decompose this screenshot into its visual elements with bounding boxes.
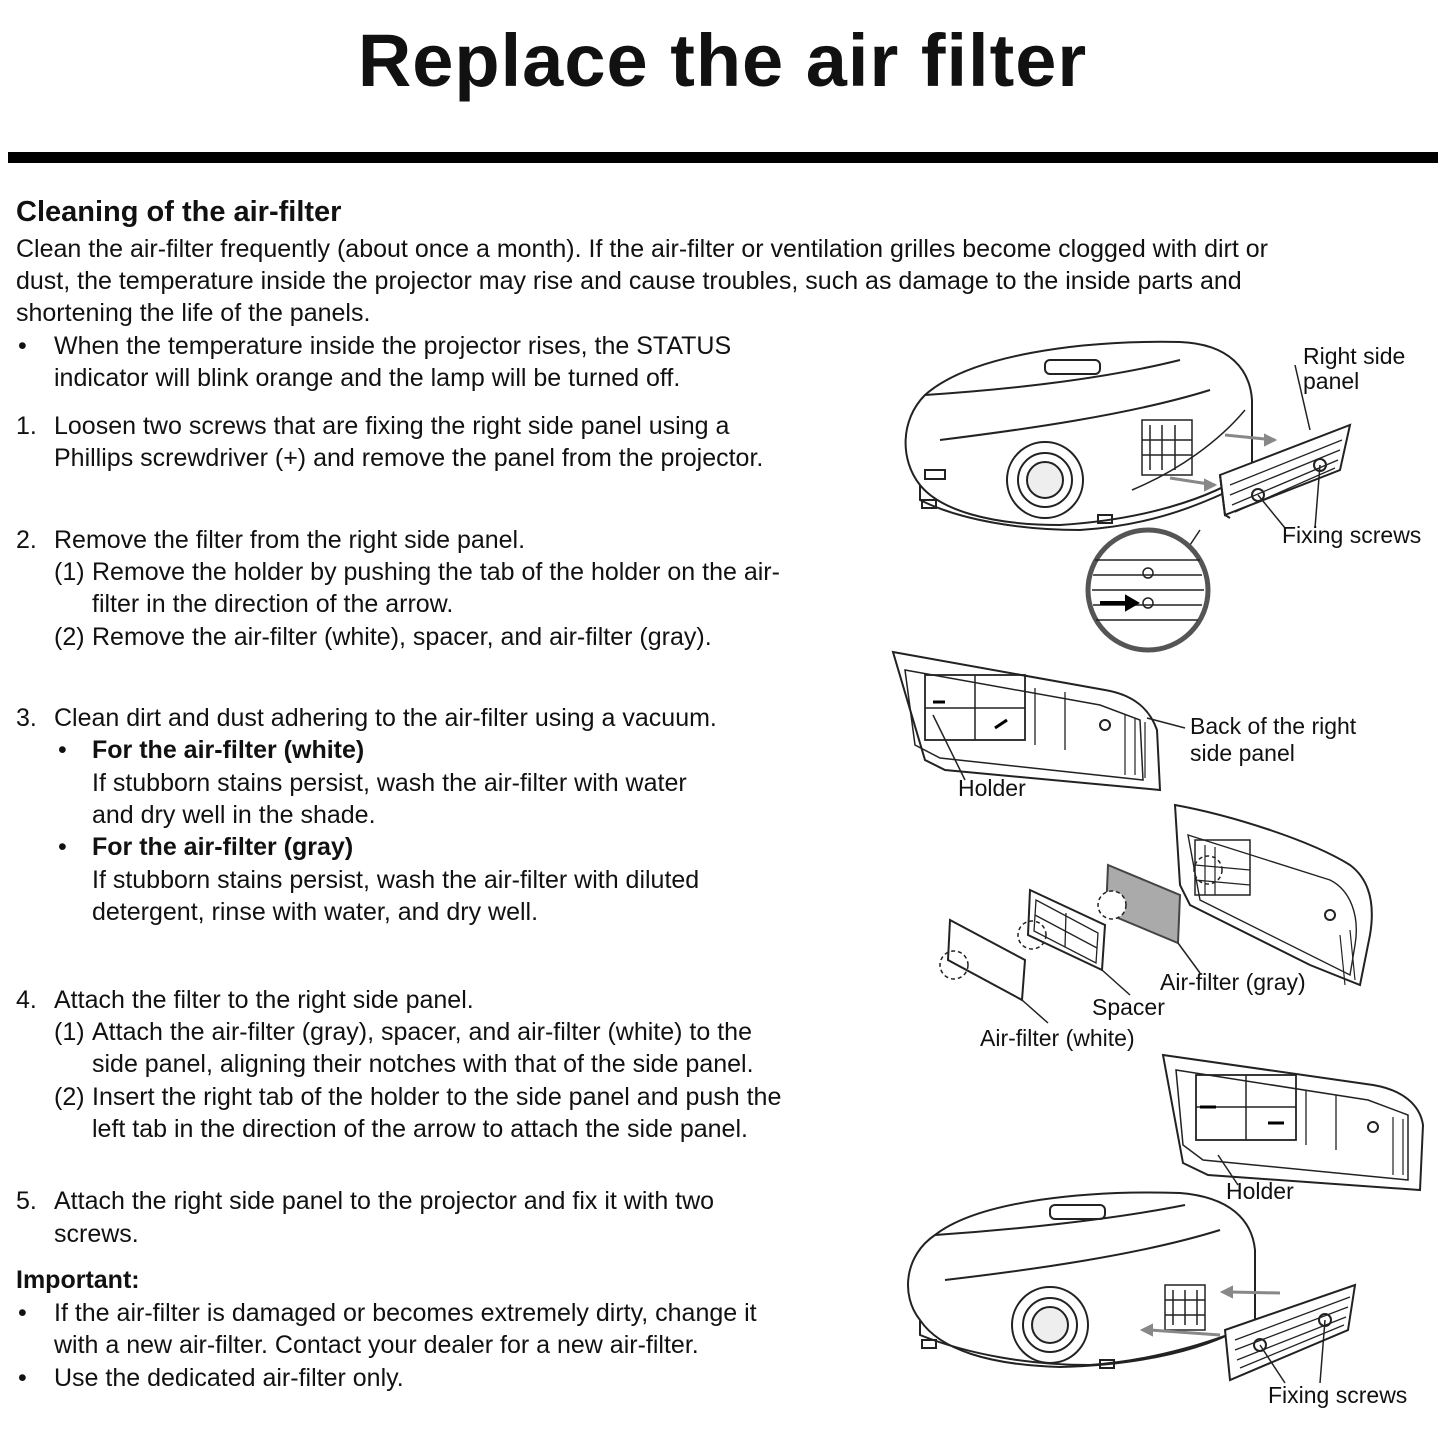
label-holder-top: Holder xyxy=(958,775,1026,801)
projector-panel-attach-illustration xyxy=(907,1191,1357,1384)
important-item-1-line-2: with a new air-filter. Contact your deal… xyxy=(54,1331,699,1359)
note-line-1: When the temperature inside the projecto… xyxy=(54,332,732,360)
label-holder-bottom: Holder xyxy=(1226,1178,1294,1204)
step-4-number: 4. xyxy=(16,986,37,1014)
step-4-sub-1-line-1: Attach the air-filter (gray), spacer, an… xyxy=(92,1018,752,1046)
step-3-gray-line-2: detergent, rinse with water, and dry wel… xyxy=(92,898,539,926)
step-4-sub-2-line-1: Insert the right tab of the holder to th… xyxy=(92,1083,782,1111)
note-line-2: indicator will blink orange and the lamp… xyxy=(54,364,681,392)
step-4-sub-1-line-2: side panel, aligning their notches with … xyxy=(92,1050,754,1078)
label-spacer: Spacer xyxy=(1092,994,1165,1020)
filter-parts-exploded-illustration xyxy=(939,803,1373,1024)
label-air-filter-white: Air-filter (white) xyxy=(980,1025,1135,1051)
step-1-number: 1. xyxy=(16,412,37,440)
step-5-number: 5. xyxy=(16,1187,37,1215)
label-back-of-panel-1: Back of the right xyxy=(1190,713,1357,739)
label-back-of-panel-2: side panel xyxy=(1190,740,1295,766)
step-3-white-title: For the air-filter (white) xyxy=(92,736,365,764)
important-item-1-line-1: If the air-filter is damaged or becomes … xyxy=(54,1299,757,1327)
intro-line-2: dust, the temperature inside the project… xyxy=(16,267,1242,295)
step-5-line-1: Attach the right side panel to the proje… xyxy=(54,1187,715,1215)
step-3-gray-title: For the air-filter (gray) xyxy=(92,833,354,861)
intro-line-3: shortening the life of the panels. xyxy=(16,299,371,327)
step-2-sub-2-number: (2) xyxy=(54,623,85,651)
page-title: Replace the air filter xyxy=(357,19,1088,102)
important-bullet-1: • xyxy=(18,1299,27,1327)
label-right-side-panel-2: panel xyxy=(1303,368,1360,394)
step-4-sub-2-line-2: left tab in the direction of the arrow t… xyxy=(92,1115,748,1143)
step-3-white-line-2: and dry well in the shade. xyxy=(92,801,376,829)
step-3-white-line-1: If stubborn stains persist, wash the air… xyxy=(92,769,687,797)
step-3-bullet-white: • xyxy=(58,736,67,764)
step-3-text: Clean dirt and dust adhering to the air-… xyxy=(54,704,717,732)
label-right-side-panel-1: Right side xyxy=(1303,343,1406,369)
label-fixing-screws-bottom: Fixing screws xyxy=(1268,1382,1408,1408)
step-1-line-1: Loosen two screws that are fixing the ri… xyxy=(54,412,730,440)
step-4-text: Attach the filter to the right side pane… xyxy=(54,986,474,1014)
step-5-line-2: screws. xyxy=(54,1220,139,1248)
label-fixing-screws-top: Fixing screws xyxy=(1282,522,1422,548)
step-2-text: Remove the filter from the right side pa… xyxy=(54,526,526,554)
step-2-sub-1-number: (1) xyxy=(54,558,85,586)
step-3-number: 3. xyxy=(16,704,37,732)
important-item-2: Use the dedicated air-filter only. xyxy=(54,1364,404,1392)
important-heading: Important: xyxy=(16,1266,140,1294)
step-2-sub-1-line-2: filter in the direction of the arrow. xyxy=(92,590,454,618)
step-4-sub-2-number: (2) xyxy=(54,1083,85,1111)
step-1-line-2: Phillips screwdriver (+) and remove the … xyxy=(54,444,764,472)
important-bullet-2: • xyxy=(18,1364,27,1392)
back-of-panel-illustration xyxy=(891,650,1186,792)
step-3-bullet-gray: • xyxy=(58,833,67,861)
step-2-sub-2-text: Remove the air-filter (white), spacer, a… xyxy=(92,623,712,651)
step-2-number: 2. xyxy=(16,526,37,554)
intro-line-1: Clean the air-filter frequently (about o… xyxy=(16,235,1268,263)
step-2-sub-1-line-1: Remove the holder by pushing the tab of … xyxy=(92,558,780,586)
label-air-filter-gray: Air-filter (gray) xyxy=(1160,969,1306,995)
holder-attach-illustration xyxy=(1161,1053,1425,1192)
step-3-gray-line-1: If stubborn stains persist, wash the air… xyxy=(92,866,700,894)
projector-panel-removal-illustration xyxy=(904,340,1352,653)
note-bullet: • xyxy=(18,332,27,360)
section-heading: Cleaning of the air-filter xyxy=(16,196,342,228)
step-4-sub-1-number: (1) xyxy=(54,1018,85,1046)
title-divider xyxy=(8,152,1438,163)
